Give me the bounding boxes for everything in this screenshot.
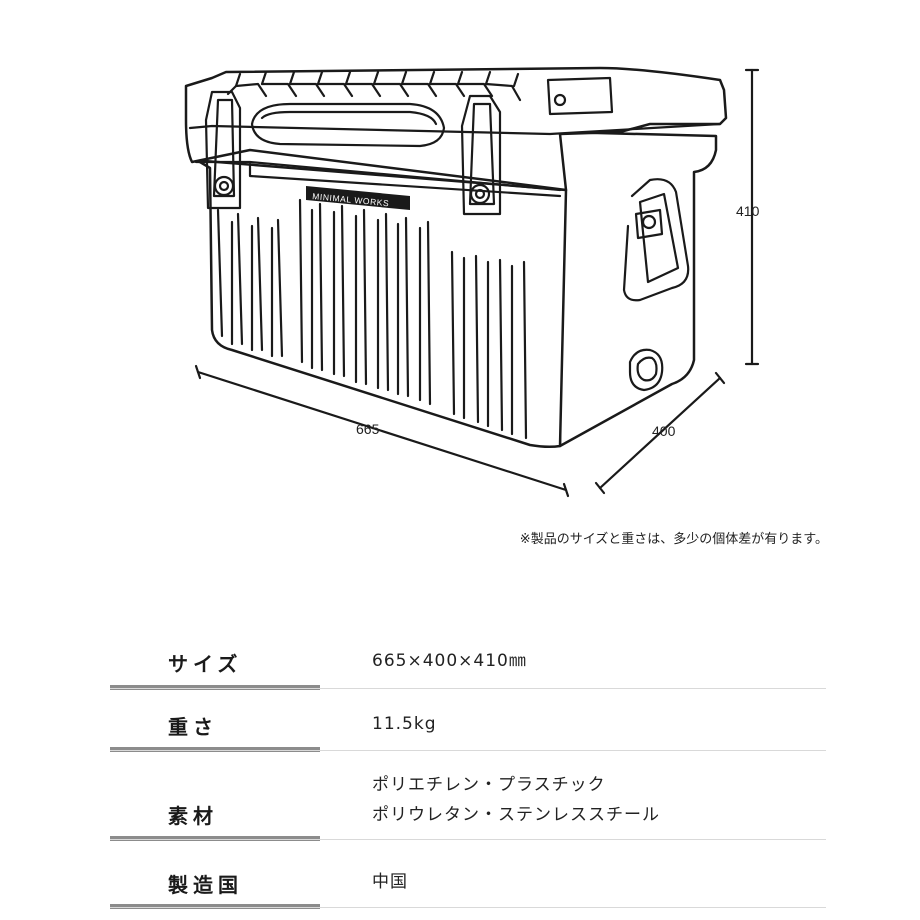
width-dimension-label: 665 [356,421,380,437]
lid-ribs [234,70,520,88]
width-dimension-line [194,364,570,498]
spec-value-line: 中国 [372,872,408,892]
spec-value: ポリエチレン・プラスチック ポリウレタン・ステンレススチール [372,770,660,830]
spec-value: 665×400×410㎜ [372,646,527,676]
row-divider-accent [110,685,320,690]
cooler-lid [184,66,728,192]
spec-value-line: ポリウレタン・ステンレススチール [372,805,660,825]
drain-plug [628,348,664,392]
row-divider [110,839,826,840]
height-dimension-line [744,68,760,366]
side-handle [622,178,690,302]
spec-value: 11.5kg [372,709,437,739]
spec-label: サイズ [168,652,243,676]
row-divider-accent [110,836,320,841]
cooler-side-panel [558,130,718,448]
lid-handle [250,102,446,148]
size-disclaimer-note: ※製品のサイズと重さは、多少の個体差が有ります。 [519,532,828,547]
front-ribs [216,198,528,440]
row-divider-accent [110,747,320,752]
row-divider [110,907,826,908]
spec-label: 製造国 [168,873,243,897]
depth-dimension-label: 400 [652,423,676,439]
row-divider [110,688,826,689]
left-latch [204,90,242,210]
spec-value-line: ポリエチレン・プラスチック [372,775,606,795]
spec-label: 重さ [168,715,218,739]
spec-value: 中国 [372,867,408,897]
height-dimension-label: 410 [736,203,760,219]
depth-dimension-line [594,371,726,495]
row-divider-accent [110,904,320,909]
right-latch [460,94,502,216]
spec-value-line: 665×400×410㎜ [372,651,527,671]
spec-label: 素材 [168,804,218,828]
row-divider [110,750,826,751]
cooler-box-diagram: MINIMAL WORKS 665 400 410 [184,66,760,498]
spec-value-line: 11.5kg [372,714,437,734]
